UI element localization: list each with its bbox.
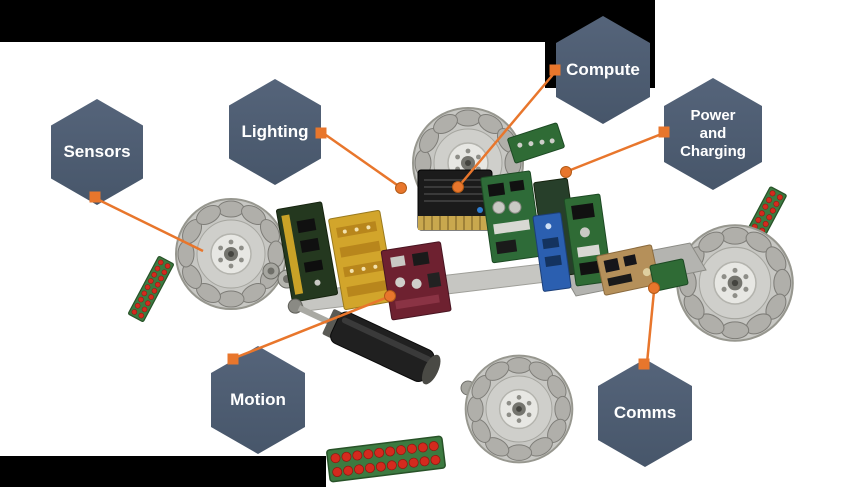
letterbox-bottom — [0, 456, 326, 487]
hexagon-compute-label: Compute — [566, 59, 640, 79]
aux-board — [507, 122, 565, 164]
compute-module — [417, 169, 493, 231]
hexagon-power-label-line1: Power — [690, 107, 736, 124]
hexagon-compute: Compute — [556, 16, 650, 124]
hexagon-power-label-line2: and — [699, 125, 727, 142]
io-board — [532, 212, 572, 292]
hexagon-comms: Comms — [598, 359, 692, 467]
mecanum-wheel-bottom — [464, 354, 574, 464]
mecanum-wheel-left — [175, 198, 287, 310]
hexagon-power-label-line3: Charging — [680, 143, 746, 160]
lighting-board — [328, 210, 396, 310]
letterbox-top — [0, 0, 545, 42]
hexagon-sensors-label: Sensors — [63, 141, 131, 161]
hexagon-comms-label: Comms — [613, 402, 677, 422]
led-strip-bottom — [326, 435, 446, 483]
hexagon-lighting-label: Lighting — [241, 121, 309, 141]
motor-driver-board — [380, 241, 452, 321]
led-strip-left — [127, 255, 175, 323]
mecanum-wheel-right — [676, 224, 794, 342]
hexagon-motion-label: Motion — [230, 389, 286, 409]
led-driver-board — [276, 201, 338, 303]
